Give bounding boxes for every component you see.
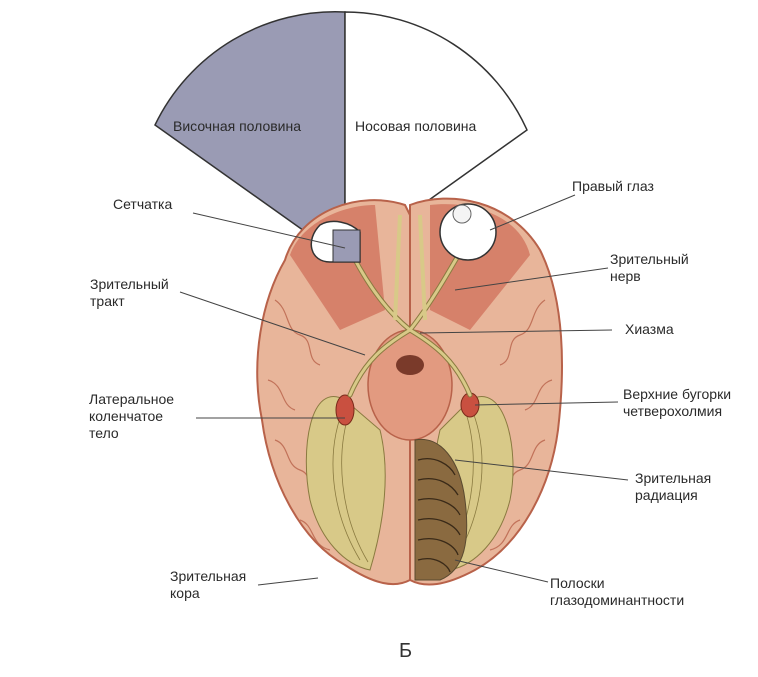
right-eye — [440, 204, 496, 260]
figure-letter: Б — [399, 640, 412, 663]
right-eye-label: Правый глаз — [572, 178, 654, 195]
optic-radiation-label: Зрительная радиация — [635, 470, 711, 504]
dominance-columns-label: Полоски глазодоминантности — [550, 575, 684, 609]
retina-label: Сетчатка — [113, 196, 172, 213]
temporal-half-label: Височная половина — [173, 118, 301, 135]
nasal-half-label: Носовая половина — [355, 118, 476, 135]
visual-cortex-label: Зрительная кора — [170, 568, 246, 602]
chiasm-label: Хиазма — [625, 321, 674, 338]
left-lgn — [336, 395, 354, 425]
optic-nerve-label: Зрительный нерв — [610, 251, 689, 285]
superior-colliculi-label: Верхние бугорки четверохолмия — [623, 386, 731, 420]
optic-tract-label: Зрительный тракт — [90, 276, 169, 310]
brain — [257, 199, 562, 585]
lgn-label: Латеральное коленчатое тело — [89, 391, 174, 442]
midbrain — [368, 330, 452, 440]
